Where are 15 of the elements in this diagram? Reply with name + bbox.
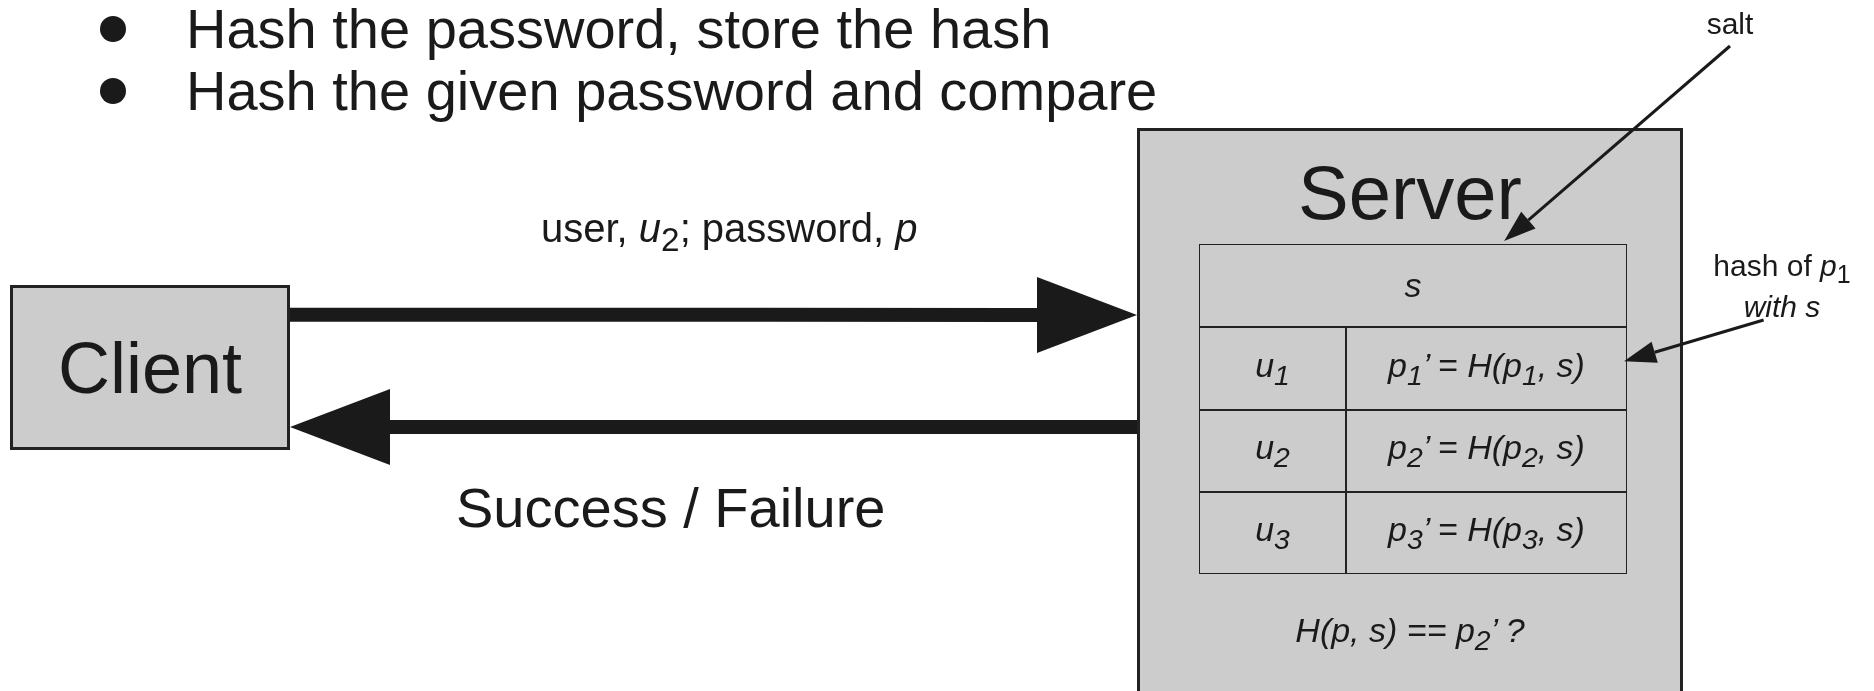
client-box: Client [10,285,290,450]
table-cell: u$_{3}$ [1199,492,1346,574]
table-cell: s [1199,244,1627,327]
comparison-formula: H(p, s) == p$_{2}$’ ? [1294,611,1526,657]
bullet-text: Hash the password, store the hash [186,0,1052,61]
bullet-text: Hash the given password and compare [186,59,1158,123]
server-title: Server [1297,149,1523,236]
table-cell: u$_{2}$ [1199,410,1346,492]
table-cell: p$_{2}$’ = H(p$_{2}$, s) [1346,410,1627,492]
annotation-text: hash of p$_{1}$ with s [1690,248,1874,320]
server-box [1137,128,1683,691]
table-cell: p$_{1}$’ = H(p$_{1}$, s) [1346,327,1627,410]
table-cell: p$_{3}$’ = H(p$_{3}$, s) [1346,492,1627,574]
table-cell: u$_{1}$ [1199,327,1346,410]
annotation-text: salt [1690,6,1770,46]
